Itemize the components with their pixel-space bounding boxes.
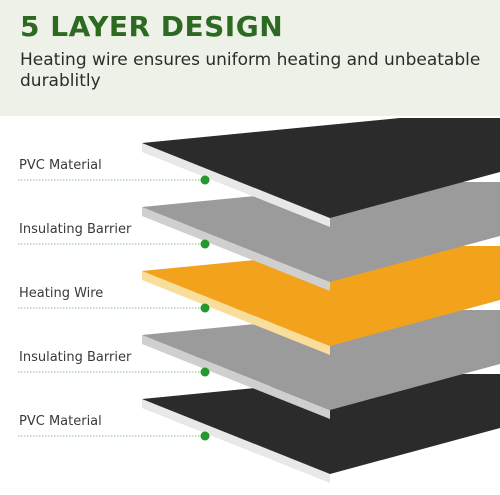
layer-top [142,118,500,218]
layer-label: PVC Material [19,414,102,429]
layer-5-sheet [142,374,500,483]
layer-1-sheet [142,118,500,227]
page-title: 5 LAYER DESIGN [20,10,284,43]
layer-marker [200,367,210,377]
layer-edge [142,335,330,419]
layer-edge [142,399,330,483]
layer-marker [200,239,210,249]
layer-marker [200,303,210,313]
layer-marker [200,431,210,441]
layer-top [142,374,500,474]
layer-edge [142,207,330,291]
layer-top [142,310,500,410]
layer-2-sheet [142,182,500,291]
layer-4-sheet [142,310,500,419]
layer-label: Heating Wire [19,286,104,301]
header-banner: 5 LAYER DESIGN Heating wire ensures unif… [0,0,500,116]
layer-label: PVC Material [19,158,102,173]
layer-edge [142,271,330,355]
layer-label: Insulating Barrier [19,350,132,365]
page-subtitle: Heating wire ensures uniform heating and… [20,50,481,91]
layer-marker [200,175,210,185]
layer-top [142,182,500,282]
layer-label: Insulating Barrier [19,222,132,237]
layer-edge [142,143,330,227]
layer-top [142,246,500,346]
layer-3-sheet [142,246,500,355]
